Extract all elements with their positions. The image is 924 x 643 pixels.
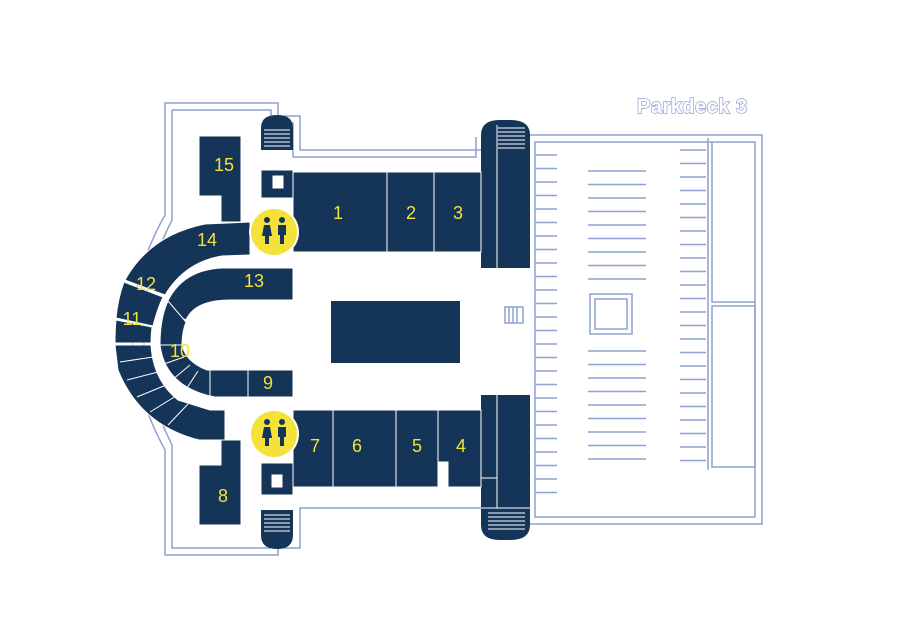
- shop-unit-3[interactable]: [433, 171, 482, 253]
- unit-label-6: 6: [352, 436, 362, 456]
- unit-label-8: 8: [218, 486, 228, 506]
- service-blocks: [260, 169, 294, 496]
- unit-label-5: 5: [412, 436, 422, 456]
- shop-unit-13[interactable]: [163, 267, 294, 321]
- shop-unit-11[interactable]: [114, 319, 153, 344]
- restroom-icon: [262, 419, 286, 446]
- stair-cores: [261, 115, 530, 549]
- unit-labels: 1 2 3 4 5 6 7 8 9 10 11 12 13 14 15: [123, 155, 466, 506]
- central-atrium-block: [331, 301, 460, 363]
- shop-units: [114, 135, 482, 526]
- unit-label-12: 12: [136, 274, 156, 294]
- unit-label-2: 2: [406, 203, 416, 223]
- unit-label-7: 7: [310, 436, 320, 456]
- unit-label-9: 9: [263, 373, 273, 393]
- shop-unit-outer-ring[interactable]: [114, 344, 226, 441]
- shop-unit-7[interactable]: [292, 409, 334, 488]
- restroom-marker-top[interactable]: [249, 207, 299, 257]
- shop-unit-9[interactable]: [247, 369, 294, 398]
- parking-slots: [535, 149, 706, 494]
- shop-unit-6[interactable]: [332, 409, 397, 488]
- restroom-icon: [262, 217, 286, 244]
- shop-unit-8[interactable]: [198, 439, 242, 526]
- unit-label-4: 4: [456, 436, 466, 456]
- shop-unit-4[interactable]: [437, 409, 482, 488]
- unit-label-11: 11: [123, 309, 142, 329]
- shop-unit-5[interactable]: [395, 409, 439, 488]
- shop-unit-15[interactable]: [198, 135, 242, 223]
- unit-label-15: 15: [214, 155, 234, 175]
- shop-unit-2[interactable]: [386, 171, 435, 253]
- unit-label-10: 10: [170, 341, 190, 361]
- shop-unit-14[interactable]: [124, 221, 251, 296]
- unit-label-13: 13: [244, 271, 264, 291]
- map-title: Parkdeck 3: [637, 96, 748, 118]
- unit-label-14: 14: [197, 230, 217, 250]
- unit-label-3: 3: [453, 203, 463, 223]
- shop-unit-12[interactable]: [115, 281, 164, 327]
- unit-label-1: 1: [333, 203, 343, 223]
- shop-unit-1[interactable]: [292, 171, 388, 253]
- restroom-marker-bottom[interactable]: [249, 409, 299, 459]
